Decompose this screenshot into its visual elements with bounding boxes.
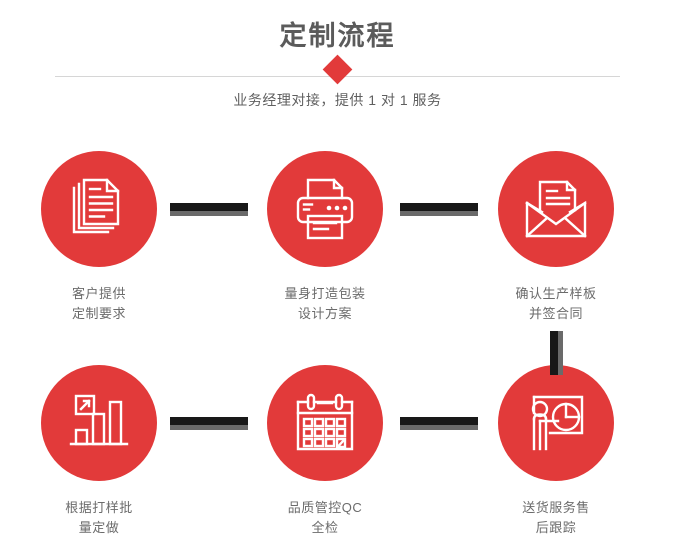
presentation-pie-chart-icon — [524, 391, 588, 455]
step-5-label: 品质管控QC 全检 — [287, 500, 363, 535]
step-4-circle[interactable] — [41, 365, 157, 481]
connector-bar — [550, 331, 558, 375]
connector-step2-step3 — [400, 203, 478, 216]
step-5-circle[interactable] — [267, 365, 383, 481]
calendar-check-icon — [293, 391, 357, 455]
step-6-label: 送货服务售 后跟踪 — [522, 500, 590, 535]
connector-bar — [170, 417, 248, 425]
page-header: 定制流程 业务经理对接，提供 1 对 1 服务 — [0, 0, 675, 135]
connector-step3-step6 — [550, 331, 563, 375]
connector-shadow — [400, 211, 478, 216]
connector-shadow — [400, 425, 478, 430]
connector-bar — [400, 203, 478, 211]
step-3-label: 确认生产样板 并签合同 — [515, 286, 597, 321]
connector-step4-step5 — [170, 417, 248, 430]
page-subtitle: 业务经理对接，提供 1 对 1 服务 — [233, 92, 442, 108]
connector-shadow — [170, 425, 248, 430]
step-1-label: 客户提供 定制要求 — [71, 286, 126, 321]
connector-shadow — [170, 211, 248, 216]
connector-bar — [400, 417, 478, 425]
flow-step-5[interactable]: 品质管控QC 全检 — [235, 365, 415, 538]
flow-step-2[interactable]: 量身打造包装 设计方案 — [235, 151, 415, 324]
step-2-circle[interactable] — [267, 151, 383, 267]
flow-step-6[interactable]: 送货服务售 后跟踪 — [466, 365, 646, 538]
connector-step1-step2 — [170, 203, 248, 216]
page-title: 定制流程 — [279, 21, 396, 51]
step-1-circle[interactable] — [41, 151, 157, 267]
envelope-document-icon — [523, 176, 589, 242]
process-flow: 客户提供 定制要求 量身打造包装 设计方案 — [0, 135, 675, 550]
flow-step-1[interactable]: 客户提供 定制要求 — [9, 151, 189, 324]
connector-step5-step6 — [400, 417, 478, 430]
flow-step-4[interactable]: 根据打样批 量定做 — [9, 365, 189, 538]
documents-stack-icon — [66, 176, 132, 242]
printer-icon — [292, 176, 358, 242]
flow-step-3[interactable]: 确认生产样板 并签合同 — [466, 151, 646, 324]
connector-bar — [170, 203, 248, 211]
bar-chart-growth-icon — [68, 392, 130, 454]
step-2-label: 量身打造包装 设计方案 — [284, 286, 366, 321]
step-6-circle[interactable] — [498, 365, 614, 481]
step-4-label: 根据打样批 量定做 — [65, 500, 133, 535]
step-3-circle[interactable] — [498, 151, 614, 267]
connector-shadow — [558, 331, 563, 375]
